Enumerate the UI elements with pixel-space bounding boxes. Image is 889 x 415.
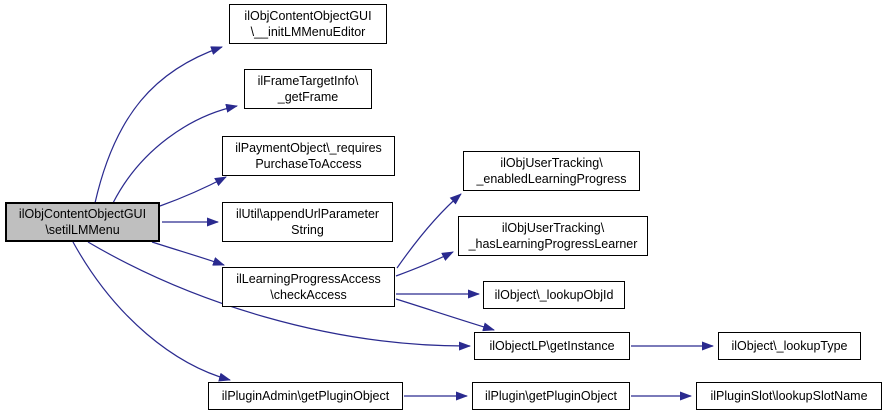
node-get-frame-line2: _getFrame [277,90,339,104]
node-check-access-line1: ilLearningProgressAccess [236,272,381,286]
edge-checkaccess-to-getinstance [395,298,495,332]
node-enabled-learning-progress[interactable]: ilObjUserTracking\ _enabledLearningProgr… [463,151,640,191]
node-setillmmenu-line2: \setilLMMenu [45,223,120,237]
node-get-instance[interactable]: ilObjectLP\getInstance [474,332,630,360]
node-init-lmmenu-editor-line2: \__initLMMenuEditor [250,25,366,39]
node-lookup-obj-id[interactable]: ilObject\_lookupObjId [483,281,625,309]
node-lookup-slot-name[interactable]: ilPluginSlot\lookupSlotName [696,382,882,410]
node-plugin-admin-get-plugin-object[interactable]: ilPluginAdmin\getPluginObject [208,382,403,410]
node-has-learning-progress-learner[interactable]: ilObjUserTracking\ _hasLearningProgressL… [458,216,648,256]
node-requires-purchase-line1: ilPaymentObject\_requires [235,141,382,155]
node-lookup-type[interactable]: ilObject\_lookupType [718,332,861,360]
edge-setillmmenu-to-initlmmenueditor [94,46,223,204]
edge-setillmmenu-to-pluginadmingetpluginobject [72,241,231,382]
node-has-lp-learner-line1: ilObjUserTracking\ [501,221,605,235]
node-setillmmenu-line1: ilObjContentObjectGUI [18,207,147,221]
node-lookup-type-label: ilObject\_lookupType [731,339,848,353]
node-lookup-obj-id-label: ilObject\_lookupObjId [494,288,614,302]
node-check-access[interactable]: ilLearningProgressAccess \checkAccess [222,267,395,307]
edge-setillmmenu-to-checkaccess [151,241,225,266]
edge-setillmmenu-to-getframe [112,103,238,204]
node-has-lp-learner-line2: _hasLearningProgressLearner [468,237,638,251]
node-init-lmmenu-editor-line1: ilObjContentObjectGUI [244,9,372,23]
node-setillmmenu: ilObjContentObjectGUI \setilLMMenu [5,202,160,242]
node-plugin-admin-label: ilPluginAdmin\getPluginObject [221,389,390,403]
node-check-access-line2: \checkAccess [270,288,347,302]
node-get-instance-label: ilObjectLP\getInstance [489,339,615,353]
edge-checkaccess-to-enabledlearningprogress [396,193,462,269]
node-get-frame[interactable]: ilFrameTargetInfo\ _getFrame [244,69,372,109]
node-plugin-get-plugin-object-label: ilPlugin\getPluginObject [484,389,618,403]
node-enabled-lp-line1: ilObjUserTracking\ [500,156,603,170]
node-plugin-get-plugin-object[interactable]: ilPlugin\getPluginObject [472,382,630,410]
node-init-lmmenu-editor[interactable]: ilObjContentObjectGUI \__initLMMenuEdito… [229,4,387,44]
edge-setillmmenu-to-requirespurchase [159,176,227,207]
node-append-url-line1: ilUtil\appendUrlParameter [235,207,380,221]
node-enabled-lp-line2: _enabledLearningProgress [476,172,627,186]
node-lookup-slot-name-label: ilPluginSlot\lookupSlotName [710,389,868,403]
node-requires-purchase-line2: PurchaseToAccess [255,157,362,171]
node-append-url-parameter-string[interactable]: ilUtil\appendUrlParameter String [222,202,393,242]
node-requires-purchase-to-access[interactable]: ilPaymentObject\_requires PurchaseToAcce… [222,136,395,176]
edge-setillmmenu-to-getinstance [87,241,471,351]
node-append-url-line2: String [291,223,324,237]
edge-checkaccess-to-haslearningprogresslearner [395,251,454,277]
node-get-frame-line1: ilFrameTargetInfo\ [257,74,359,88]
